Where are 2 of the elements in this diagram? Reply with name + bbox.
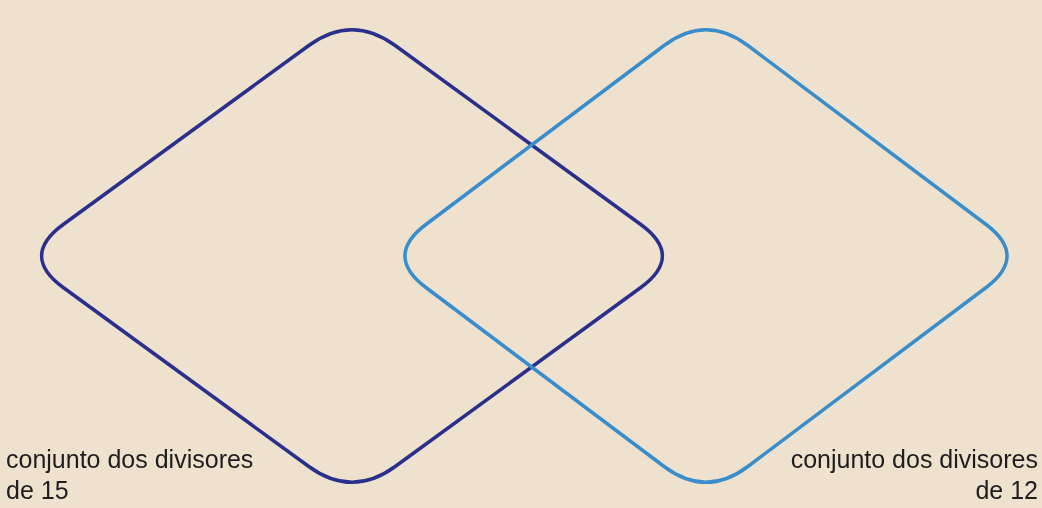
set-label: conjunto dos divisores de 12 bbox=[789, 444, 1038, 506]
set-label: conjunto dos divisores de 15 bbox=[6, 444, 255, 506]
